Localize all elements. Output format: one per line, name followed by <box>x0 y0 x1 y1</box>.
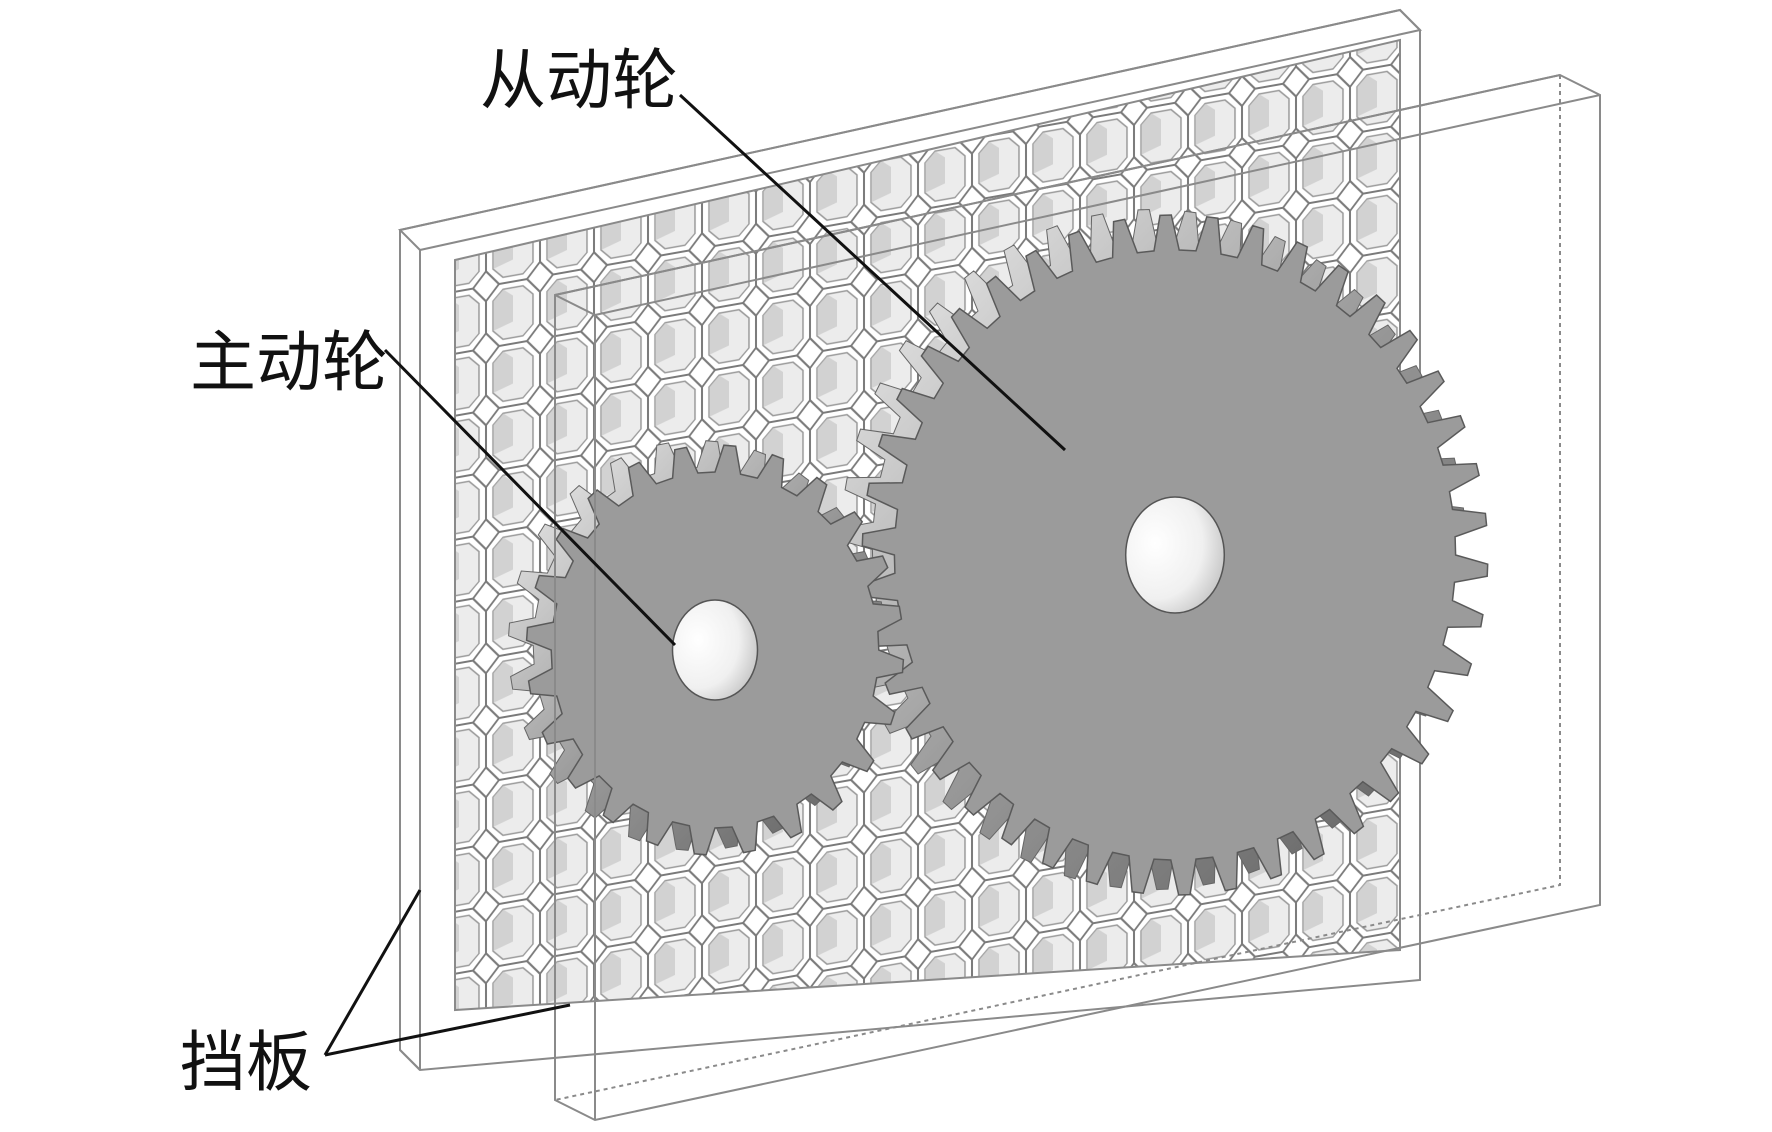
baffle-label: 挡板 <box>180 1024 312 1101</box>
leader-baffle-front <box>324 1003 571 1057</box>
driven-gear-label: 从动轮 <box>480 42 678 119</box>
driving-gear <box>508 440 905 856</box>
leader-driving-gear <box>383 348 677 647</box>
front-baffle-plate <box>554 73 1601 1122</box>
driving-gear-label: 主动轮 <box>190 324 388 401</box>
leader-driven-gear <box>678 93 1067 452</box>
leader-baffle-back <box>323 889 422 1056</box>
leader-lines <box>323 93 1067 1057</box>
driven-gear-shaft-hole <box>1124 496 1226 614</box>
driven-gear <box>839 208 1489 896</box>
lattice-frame <box>454 38 1401 1012</box>
driving-gear-shaft-hole <box>671 599 759 701</box>
